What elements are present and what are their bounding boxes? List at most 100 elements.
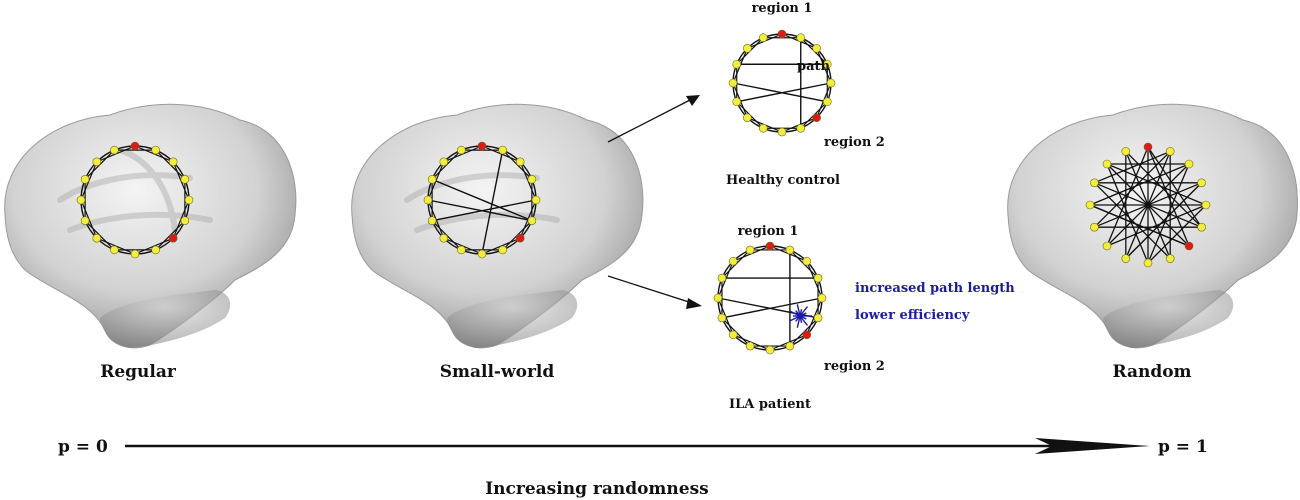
node <box>813 273 823 283</box>
node <box>1143 258 1153 268</box>
label-regular: Regular <box>100 362 177 382</box>
node <box>826 78 836 88</box>
node <box>184 195 194 205</box>
node <box>1184 159 1194 169</box>
node <box>1102 241 1112 251</box>
node <box>92 233 102 243</box>
random-edge <box>1106 163 1149 264</box>
randomness-arrow <box>125 438 1150 454</box>
node <box>76 195 86 205</box>
node <box>423 195 433 205</box>
arrow-to-healthy <box>607 95 700 143</box>
node <box>1201 200 1211 210</box>
node <box>813 313 823 323</box>
healthy-region1-label: region 1 <box>752 1 813 16</box>
node <box>745 341 755 351</box>
node <box>110 145 119 155</box>
node <box>728 256 738 266</box>
network-healthy-control <box>728 29 836 137</box>
node <box>439 233 449 243</box>
node <box>439 157 449 167</box>
random-edge <box>1093 182 1171 260</box>
node <box>80 216 90 225</box>
highlight-node <box>812 113 821 122</box>
node <box>110 245 119 255</box>
node <box>1165 254 1175 263</box>
node <box>180 175 190 184</box>
shortcut-edge <box>736 82 832 103</box>
node <box>758 123 768 133</box>
node <box>180 216 190 225</box>
node <box>728 78 738 88</box>
brain-regular <box>4 103 297 349</box>
efficiency-burst-icon <box>788 304 812 328</box>
healthy-caption: Healthy control <box>726 173 840 188</box>
node <box>80 175 90 184</box>
node <box>130 249 140 259</box>
network-regular <box>76 141 194 259</box>
node <box>785 341 795 351</box>
node <box>732 59 742 69</box>
node <box>822 97 832 107</box>
brain-random <box>1007 103 1298 349</box>
shortcut-edge <box>481 149 504 255</box>
node <box>745 245 755 255</box>
healthy-region2-label: region 2 <box>824 135 885 150</box>
burst-ray <box>799 312 807 317</box>
highlight-node <box>130 141 140 151</box>
node <box>457 245 466 255</box>
brain-small-world <box>351 103 644 349</box>
random-edge <box>1147 146 1203 228</box>
node <box>713 293 723 303</box>
node <box>777 127 787 137</box>
arrow-to-ila <box>607 275 702 309</box>
burst-ray <box>788 310 801 317</box>
node <box>1090 222 1099 232</box>
burst-ray <box>796 304 801 317</box>
highlight-node <box>515 233 525 243</box>
node <box>1197 222 1206 232</box>
ila-note-path-length: increased path length <box>855 281 1015 296</box>
node <box>1121 147 1131 156</box>
highlight-node <box>1184 241 1194 251</box>
burst-ray <box>788 315 801 322</box>
node <box>802 256 812 266</box>
node <box>743 44 752 53</box>
burst-ray <box>796 315 801 328</box>
node <box>765 345 775 355</box>
node <box>743 113 752 122</box>
axis-title: Increasing randomness <box>485 479 709 499</box>
network-random <box>1085 142 1211 268</box>
node <box>732 97 742 107</box>
highlight-node <box>765 241 775 251</box>
ila-region2-label: region 2 <box>824 359 885 374</box>
node <box>527 175 537 184</box>
axis-end-label: p = 1 <box>1158 437 1208 457</box>
node <box>527 216 537 225</box>
node <box>812 44 821 53</box>
highlight-node <box>1143 142 1153 152</box>
node <box>1102 159 1112 169</box>
node <box>758 33 768 43</box>
node <box>151 245 160 255</box>
node <box>1197 178 1206 188</box>
highlight-node <box>802 330 812 340</box>
highlight-node <box>777 29 787 39</box>
node <box>531 195 541 205</box>
network-ila-patient <box>713 241 827 355</box>
shortcut-edge <box>431 199 537 222</box>
highlight-node <box>477 141 487 151</box>
node <box>498 245 507 255</box>
node <box>515 157 525 167</box>
node <box>1090 178 1099 188</box>
network-small-world <box>423 141 541 259</box>
node <box>427 175 437 184</box>
shortcut-edge <box>427 199 533 222</box>
shortcut-edge <box>431 178 533 222</box>
healthy-path-label: path <box>797 59 831 74</box>
node <box>1085 200 1095 210</box>
ila-note-efficiency: lower efficiency <box>855 308 970 323</box>
burst-ray <box>799 315 809 326</box>
